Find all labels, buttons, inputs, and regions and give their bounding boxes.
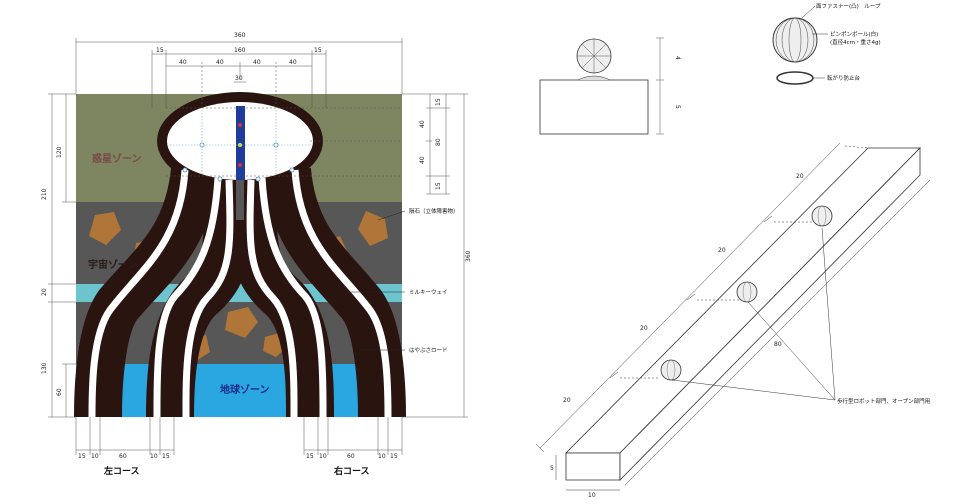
block-outline bbox=[539, 79, 649, 135]
dim-left-20: 20 bbox=[41, 288, 48, 296]
dim-top-160: 160 bbox=[234, 47, 246, 54]
dim-bottom-10: 10 bbox=[150, 453, 158, 460]
bottom-dimension-lines bbox=[75, 417, 403, 455]
dim-bottom-10: 10 bbox=[319, 453, 327, 460]
meteor-shape bbox=[358, 211, 388, 246]
dim-left-210: 210 bbox=[41, 188, 48, 200]
hayabusa-road-label: はやぶさロード bbox=[409, 346, 448, 354]
small-dim-lines bbox=[656, 37, 664, 135]
dim-left-120: 120 bbox=[56, 146, 63, 158]
top-dimension-lines bbox=[75, 38, 403, 177]
dim-bottom-15: 15 bbox=[162, 453, 170, 460]
fastener-label: 面ファスナー(凸) ループ bbox=[816, 3, 881, 10]
marker-dot bbox=[217, 176, 223, 182]
planet-zone-label: 惑星ゾーン bbox=[92, 152, 142, 165]
dim-bottom-15: 15 bbox=[390, 453, 398, 460]
earth-zone bbox=[76, 364, 402, 417]
stripe-left-outer bbox=[88, 169, 189, 418]
dim-small-5: 5 bbox=[674, 105, 681, 109]
anti-roll-label: 転がり防止台 bbox=[827, 74, 861, 82]
dim-beam-10: 10 bbox=[588, 492, 596, 499]
dim-right-40: 40 bbox=[419, 120, 426, 128]
stripe-left-inner bbox=[182, 179, 234, 418]
left-dimension-lines bbox=[48, 93, 76, 418]
ball-on-block-detail: 4 5 bbox=[539, 37, 681, 135]
ball-icon bbox=[660, 359, 682, 381]
dim-top-40: 40 bbox=[253, 59, 261, 66]
right-course-label: 右コース bbox=[333, 465, 370, 477]
dim-top-40: 40 bbox=[216, 59, 224, 66]
stand-base bbox=[577, 75, 611, 81]
meteor-shape bbox=[89, 212, 121, 245]
dim-bottom-60: 60 bbox=[119, 453, 127, 460]
dim-top-40: 40 bbox=[179, 59, 187, 66]
dim-right-15: 15 bbox=[435, 98, 442, 106]
dim-right-80: 80 bbox=[435, 138, 442, 146]
beam-side-face bbox=[619, 147, 921, 481]
track bbox=[74, 92, 406, 418]
ball-icon bbox=[811, 205, 833, 227]
marker-dot bbox=[273, 142, 279, 148]
anti-roll-stand-icon bbox=[776, 71, 814, 85]
field-layout: 惑星ゾーン 宇宙ゾーン 地球ゾーン 隕石（立体障害物） ミルキーウェイ はやぶさ… bbox=[41, 32, 472, 477]
dim-right-15: 15 bbox=[435, 182, 442, 190]
milky-way-label: ミルキーウェイ bbox=[409, 288, 448, 296]
dim-top-15-right: 15 bbox=[314, 47, 322, 54]
beam-isometric bbox=[535, 142, 931, 491]
stripe-left-mid bbox=[153, 177, 222, 418]
marker-dot bbox=[199, 142, 205, 148]
left-course-label: 左コース bbox=[103, 465, 140, 477]
stripe-right-outer bbox=[291, 169, 392, 418]
dim-beam-5: 5 bbox=[550, 465, 554, 472]
pingpong-ball-icon bbox=[772, 17, 818, 63]
center-strip bbox=[236, 106, 245, 180]
dim-beam-20: 20 bbox=[563, 397, 571, 404]
dim-small-4: 4 bbox=[674, 56, 681, 60]
center-gap bbox=[236, 180, 244, 220]
dim-beam-20: 20 bbox=[718, 247, 726, 254]
dim-beam-20: 20 bbox=[796, 173, 804, 180]
space-zone-label: 宇宙ゾーン bbox=[88, 258, 138, 271]
marker-dot bbox=[255, 176, 261, 182]
ball-icon bbox=[736, 281, 758, 303]
right-dimension-lines bbox=[402, 93, 468, 418]
dim-bottom-10: 10 bbox=[91, 453, 99, 460]
dim-left-60: 60 bbox=[56, 388, 63, 396]
stripe-right-mid bbox=[258, 177, 327, 418]
dim-right-360: 360 bbox=[465, 250, 472, 262]
dim-top-15-left: 15 bbox=[156, 47, 164, 54]
dim-bottom-60: 60 bbox=[347, 453, 355, 460]
dim-beam-80: 80 bbox=[774, 341, 782, 348]
marker-dot bbox=[182, 167, 188, 173]
stripe-right-inner bbox=[246, 179, 298, 418]
dim-top-40: 40 bbox=[289, 59, 297, 66]
earth-zone-label: 地球ゾーン bbox=[220, 383, 270, 396]
pingpong-spec-label: (直径4cm・重さ4g) bbox=[830, 38, 881, 46]
beam-balls bbox=[660, 205, 833, 381]
meteor-shape bbox=[225, 307, 258, 338]
pingpong-label: ピンポンボール(白) bbox=[830, 30, 878, 38]
marker-dot bbox=[289, 167, 295, 173]
dim-bottom-10: 10 bbox=[378, 453, 386, 460]
dim-bottom-15: 15 bbox=[78, 453, 86, 460]
center-marker bbox=[238, 123, 242, 127]
dim-left-130: 130 bbox=[41, 362, 48, 374]
callouts bbox=[345, 210, 406, 351]
dim-beam-20: 20 bbox=[640, 325, 648, 332]
dim-bottom-15: 15 bbox=[306, 453, 314, 460]
meteor-callout-line bbox=[377, 210, 406, 221]
pingpong-ball-detail: 面ファスナー(凸) ループ ピンポンボール(白) (直径4cm・重さ4g) 転が… bbox=[772, 3, 881, 85]
dim-top-total: 360 bbox=[234, 32, 246, 39]
target-callout-label: 歩行型ロボット部門、オープン部門用 bbox=[837, 397, 930, 405]
beam-front-face bbox=[565, 452, 621, 481]
meteor-label: 隕石（立体障害物） bbox=[409, 207, 459, 215]
dim-top-30: 30 bbox=[235, 75, 243, 82]
dim-right-40: 40 bbox=[419, 156, 426, 164]
center-marker bbox=[238, 163, 242, 167]
